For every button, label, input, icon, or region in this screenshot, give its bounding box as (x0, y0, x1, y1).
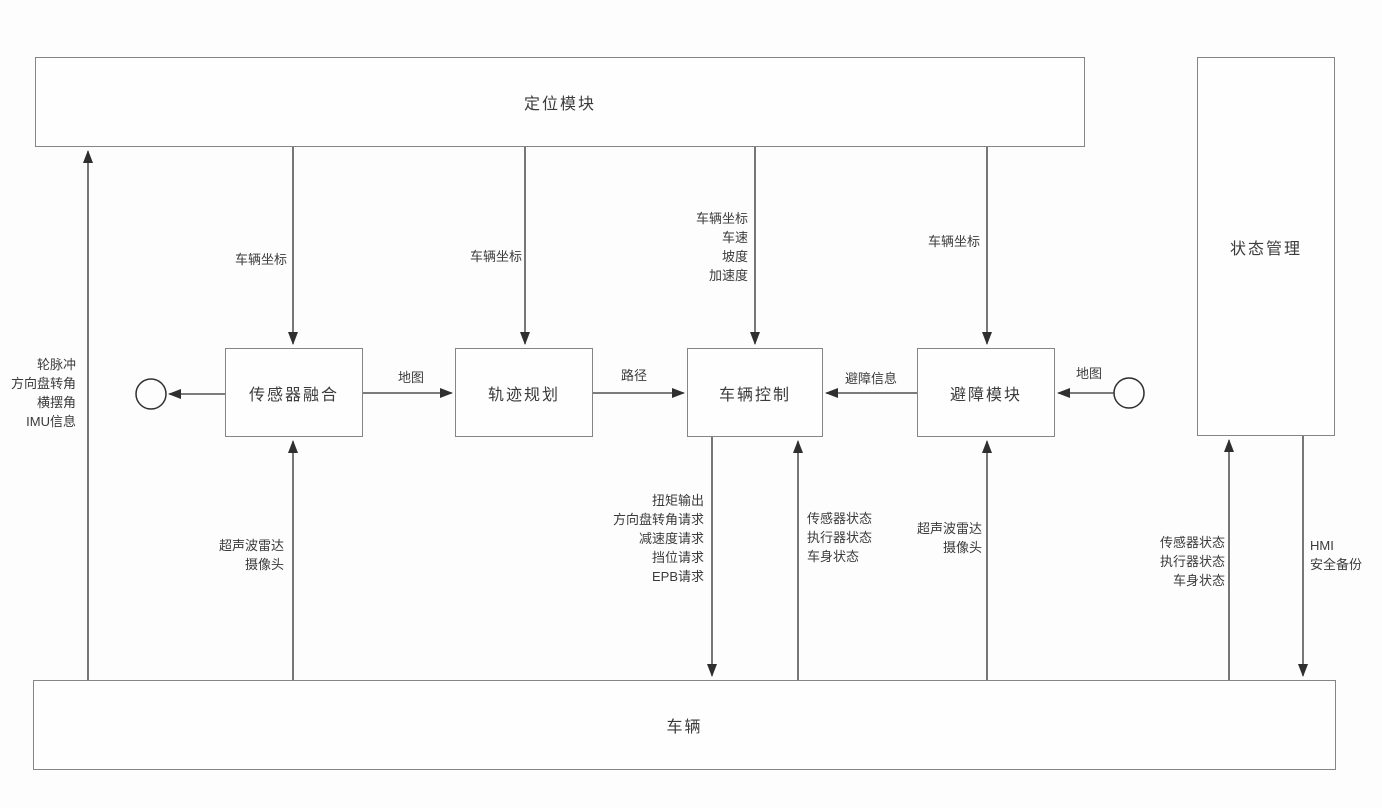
edge-label-avoidance-sensors: 超声波雷达 摄像头 (916, 521, 982, 555)
edge-label-map-right: 地图 (1076, 366, 1103, 381)
edge-label-vehicle-coordinates-avoidance: 车辆坐标 (927, 234, 980, 249)
box-localization-module: 定位模块 (35, 57, 1085, 147)
edge-label-vehicle-coordinates-trajectory: 车辆坐标 (469, 249, 522, 264)
box-sensor-fusion-title: 传感器融合 (248, 386, 339, 404)
box-state-management: 状态管理 (1197, 57, 1335, 436)
edge-label-control-inputs: 车辆坐标 车速 坡度 加速度 (695, 211, 748, 283)
box-vehicle-control: 车辆控制 (687, 348, 823, 437)
edge-label-fusion-sensors: 超声波雷达 摄像头 (218, 538, 284, 572)
box-trajectory-planning: 轨迹规划 (455, 348, 593, 437)
edge-label-vehicle-coordinates-fusion: 车辆坐标 (234, 252, 287, 267)
box-localization-title: 定位模块 (523, 96, 596, 113)
edge-label-hmi-safety-backup: HMI 安全备份 (1310, 538, 1363, 572)
edge-label-wheel-pulse-inputs: 轮脉冲 方向盘转角 横摆角 IMU信息 (10, 357, 76, 429)
edge-label-map-left: 地图 (398, 370, 425, 385)
box-trajectory-planning-title: 轨迹规划 (487, 386, 560, 404)
box-state-management-title: 状态管理 (1229, 240, 1302, 258)
box-vehicle: 车辆 (33, 680, 1336, 770)
terminal-circle-left (135, 378, 167, 410)
box-vehicle-title: 车辆 (666, 719, 703, 736)
terminal-circle-right (1113, 377, 1145, 409)
edge-label-control-outputs: 扭矩输出 方向盘转角请求 减速度请求 挡位请求 EPB请求 (612, 493, 704, 584)
edge-label-control-feedback: 传感器状态 执行器状态 车身状态 (807, 511, 873, 564)
box-obstacle-avoidance-title: 避障模块 (949, 386, 1022, 404)
edge-label-state-feedback: 传感器状态 执行器状态 车身状态 (1159, 535, 1225, 588)
box-obstacle-avoidance: 避障模块 (917, 348, 1055, 437)
edge-label-obstacle-info: 避障信息 (845, 371, 898, 386)
box-vehicle-control-title: 车辆控制 (718, 386, 791, 404)
edge-label-path: 路径 (621, 368, 648, 383)
box-sensor-fusion: 传感器融合 (225, 348, 363, 437)
